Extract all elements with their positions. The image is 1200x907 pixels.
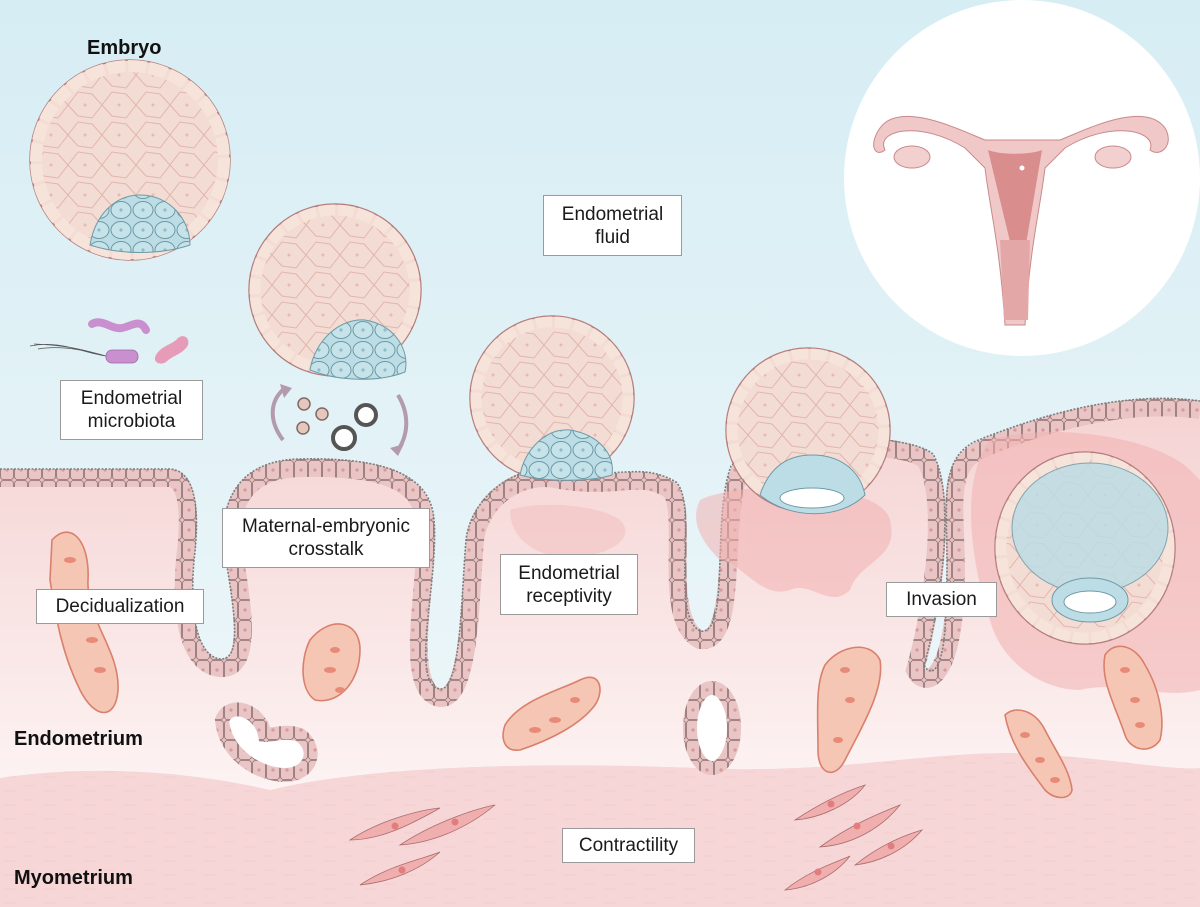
- contractility-label: Contractility: [562, 828, 695, 863]
- label-line: Maternal-embryonic: [242, 516, 410, 537]
- uterus-icon: [873, 115, 1169, 326]
- endometrial-fluid-label: Endometrial fluid: [543, 195, 682, 256]
- decidualization-label: Decidualization: [36, 589, 204, 624]
- label-line: receptivity: [526, 585, 612, 607]
- maternal-embryonic-crosstalk-label: Maternal-embryonic crosstalk: [222, 508, 430, 568]
- embryo-approaching: [248, 203, 422, 380]
- endometrium-label: Endometrium: [14, 728, 143, 750]
- embryo-free: [29, 59, 231, 261]
- embryo-title: Embryo: [87, 37, 162, 59]
- embryo-adhesion: [725, 347, 891, 515]
- extracellular-vesicles: [296, 397, 378, 451]
- endometrial-receptivity-label: Endometrial receptivity: [500, 554, 638, 615]
- receptivity-reaction-zone: [510, 504, 626, 556]
- muscle-nuclei: [391, 800, 895, 876]
- label-line: Endometrial: [561, 203, 664, 225]
- label-line: crosstalk: [288, 539, 364, 560]
- embryo-invading: [994, 451, 1176, 645]
- endometrial-microbiota-label: Endometrial microbiota: [60, 380, 203, 440]
- label-line: Endometrial: [518, 562, 620, 584]
- myometrium-label: Myometrium: [14, 867, 133, 889]
- implantation-reaction-zone: [696, 486, 892, 598]
- label-line: fluid: [595, 226, 630, 248]
- gland: [214, 702, 318, 783]
- arrowhead-up-icon: [280, 384, 292, 398]
- arrow-up-icon: [270, 386, 287, 442]
- embryo-apposition: [469, 315, 635, 481]
- arrowhead-down-icon: [390, 444, 404, 456]
- invasion-label: Invasion: [886, 582, 997, 617]
- uterus-inset: [844, 0, 1200, 356]
- label-line: microbiota: [87, 411, 176, 432]
- label-line: Endometrial: [80, 388, 183, 409]
- microbiota-icon: [29, 318, 189, 364]
- gland: [683, 681, 741, 775]
